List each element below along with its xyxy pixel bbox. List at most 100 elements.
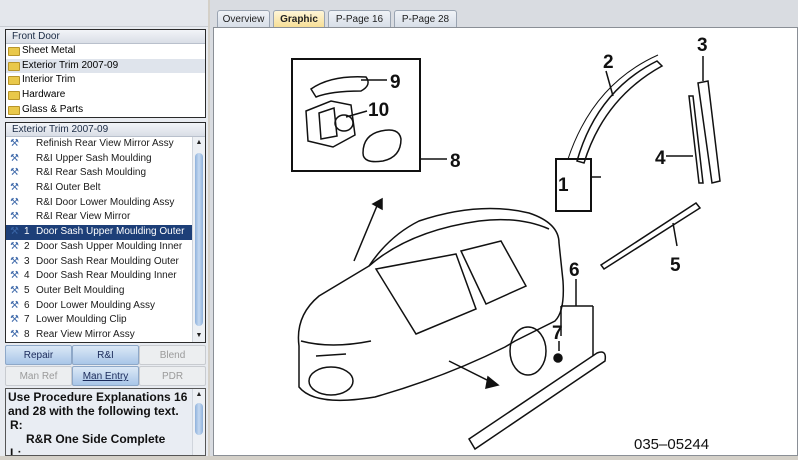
- mirror-motor-part: [334, 114, 354, 132]
- operation-label: R&I Upper Sash Moulding: [36, 152, 152, 164]
- folder-tree-header: Front Door: [6, 30, 205, 44]
- notes-scrollbar[interactable]: ▲: [192, 389, 205, 455]
- callout-7: 7: [552, 323, 563, 344]
- callout-6: 6: [569, 260, 580, 281]
- operations-list: Exterior Trim 2007-09 ⚒Refinish Rear Vie…: [5, 122, 206, 343]
- operation-label: Door Lower Moulding Assy: [36, 299, 155, 311]
- folder-icon: [8, 76, 20, 86]
- operation-item[interactable]: ⚒ R&I Rear View Mirror: [6, 210, 192, 225]
- left-toolbar: [0, 0, 208, 27]
- folder-tree: Front Door Sheet Metal Exterior Trim 200…: [5, 29, 206, 118]
- folder-sheet-metal[interactable]: Sheet Metal: [6, 44, 205, 59]
- callout-5: 5: [670, 255, 681, 276]
- folder-label: Glass & Parts: [22, 103, 84, 115]
- callout-2: 2: [603, 52, 614, 73]
- scroll-thumb[interactable]: [195, 403, 203, 435]
- operation-label: R&I Rear View Mirror: [36, 211, 131, 223]
- graphic-pane: Overview Graphic P-Page 16 P-Page 28: [210, 0, 798, 456]
- callout-9: 9: [390, 72, 401, 93]
- folder-interior-trim[interactable]: Interior Trim: [6, 73, 205, 88]
- folder-glass-parts[interactable]: Glass & Parts: [6, 103, 205, 118]
- left-panel: Front Door Sheet Metal Exterior Trim 200…: [0, 0, 208, 456]
- operation-label: Door Sash Rear Moulding Inner: [36, 270, 177, 282]
- notes-rr-text: R&R One Side Complete: [26, 432, 166, 446]
- operation-item[interactable]: ⚒R&I Door Lower Moulding Assy: [6, 196, 192, 211]
- operation-item[interactable]: ⚒ 6 Door Lower Moulding Assy: [6, 299, 192, 314]
- operation-item[interactable]: ⚒R&I Rear Sash Moulding: [6, 166, 192, 181]
- operation-number: 2: [24, 240, 30, 252]
- scroll-up-icon[interactable]: ▲: [195, 139, 203, 146]
- wrench-icon: ⚒: [10, 314, 19, 326]
- operation-label: Door Sash Upper Moulding Outer: [36, 226, 185, 238]
- callout-8: 8: [450, 151, 461, 172]
- operation-label: Door Sash Upper Moulding Inner: [36, 240, 183, 252]
- wrench-icon: ⚒: [10, 270, 19, 282]
- operation-number: 3: [24, 255, 30, 267]
- operation-number: 6: [24, 299, 30, 311]
- operation-label: Rear View Mirror Assy: [36, 328, 135, 340]
- mirror-cover-part: [309, 76, 369, 98]
- tab-graphic[interactable]: Graphic: [273, 10, 325, 29]
- operation-label: R&I Outer Belt: [36, 182, 101, 194]
- folder-open-icon: [8, 105, 20, 115]
- operation-item[interactable]: ⚒ R&I Upper Sash Moulding: [6, 152, 192, 167]
- tab-p-page-28[interactable]: P-Page 28: [394, 10, 457, 28]
- notes-text: Use Procedure Explanations 16 and 28 wit…: [8, 390, 188, 418]
- operation-label: Outer Belt Moulding: [36, 284, 125, 296]
- operation-item[interactable]: ⚒ 5 Outer Belt Moulding: [6, 284, 192, 299]
- operation-label: Door Sash Rear Moulding Outer: [36, 255, 179, 267]
- operation-item[interactable]: ⚒ 7 Lower Moulding Clip: [6, 313, 192, 328]
- operation-number: 8: [24, 328, 30, 340]
- ri-button[interactable]: R&I: [72, 345, 139, 365]
- callout-1: 1: [558, 175, 569, 196]
- procedure-notes[interactable]: Use Procedure Explanations 16 and 28 wit…: [5, 388, 206, 456]
- operation-item[interactable]: ⚒ 2 Door Sash Upper Moulding Inner: [6, 240, 192, 255]
- blend-button[interactable]: Blend: [139, 345, 206, 365]
- operation-number: 7: [24, 314, 30, 326]
- callout-4: 4: [655, 148, 666, 169]
- parts-illustration: 1 2 3 4 5 6 7 8 9 10 035–05244: [213, 27, 798, 456]
- notes-right-label: R:: [10, 418, 23, 432]
- operation-item[interactable]: ⚒Refinish Rear View Mirror Assy: [6, 137, 192, 152]
- scroll-down-icon[interactable]: ▼: [195, 332, 203, 339]
- folder-hardware[interactable]: Hardware: [6, 88, 205, 103]
- folder-label: Sheet Metal: [22, 45, 76, 56]
- operation-label: Lower Moulding Clip: [36, 314, 127, 326]
- operation-item[interactable]: ⚒ R&I Outer Belt: [6, 181, 192, 196]
- callout-3: 3: [697, 35, 708, 56]
- repair-button[interactable]: Repair: [5, 345, 72, 365]
- pdr-button[interactable]: PDR: [139, 366, 206, 386]
- notes-left-label: L:: [10, 446, 22, 456]
- wrench-icon: ⚒: [10, 226, 19, 238]
- operation-item[interactable]: ⚒ 1 Door Sash Upper Moulding Outer: [6, 225, 192, 240]
- callout-labels: 1 2 3 4 5 6 7 8 9 10 035–05244: [368, 35, 709, 453]
- tab-p-page-16[interactable]: P-Page 16: [328, 10, 391, 28]
- operation-label: R&I Rear Sash Moulding: [36, 167, 147, 179]
- wrench-icon: ⚒: [10, 299, 19, 311]
- wrench-icon: ⚒: [10, 182, 19, 194]
- man-ref-button[interactable]: Man Ref: [5, 366, 72, 386]
- tab-overview[interactable]: Overview: [217, 10, 270, 28]
- folder-label: Exterior Trim 2007-09: [22, 59, 119, 71]
- man-entry-button[interactable]: Man Entry: [72, 366, 139, 386]
- operation-number: 5: [24, 284, 30, 296]
- operation-number: 1: [24, 226, 30, 238]
- operations-scrollbar[interactable]: ▲ ▼: [192, 137, 205, 342]
- vehicle-drawing: [297, 207, 565, 402]
- folder-label: Hardware: [22, 89, 66, 101]
- scroll-thumb[interactable]: [195, 153, 203, 326]
- folder-exterior-trim[interactable]: Exterior Trim 2007-09: [6, 58, 205, 74]
- wrench-icon: ⚒: [10, 284, 19, 296]
- wrench-icon: ⚒: [10, 240, 19, 252]
- folder-icon: [8, 46, 20, 56]
- scroll-up-icon[interactable]: ▲: [195, 391, 203, 398]
- mirror-housing-part: [305, 100, 356, 148]
- folder-icon: [8, 90, 20, 100]
- wrench-icon: ⚒: [10, 152, 19, 164]
- operations-header: Exterior Trim 2007-09: [6, 123, 205, 137]
- wrench-icon: ⚒: [10, 211, 19, 223]
- operation-item[interactable]: ⚒ 3 Door Sash Rear Moulding Outer: [6, 255, 192, 270]
- wrench-icon: ⚒: [10, 255, 19, 267]
